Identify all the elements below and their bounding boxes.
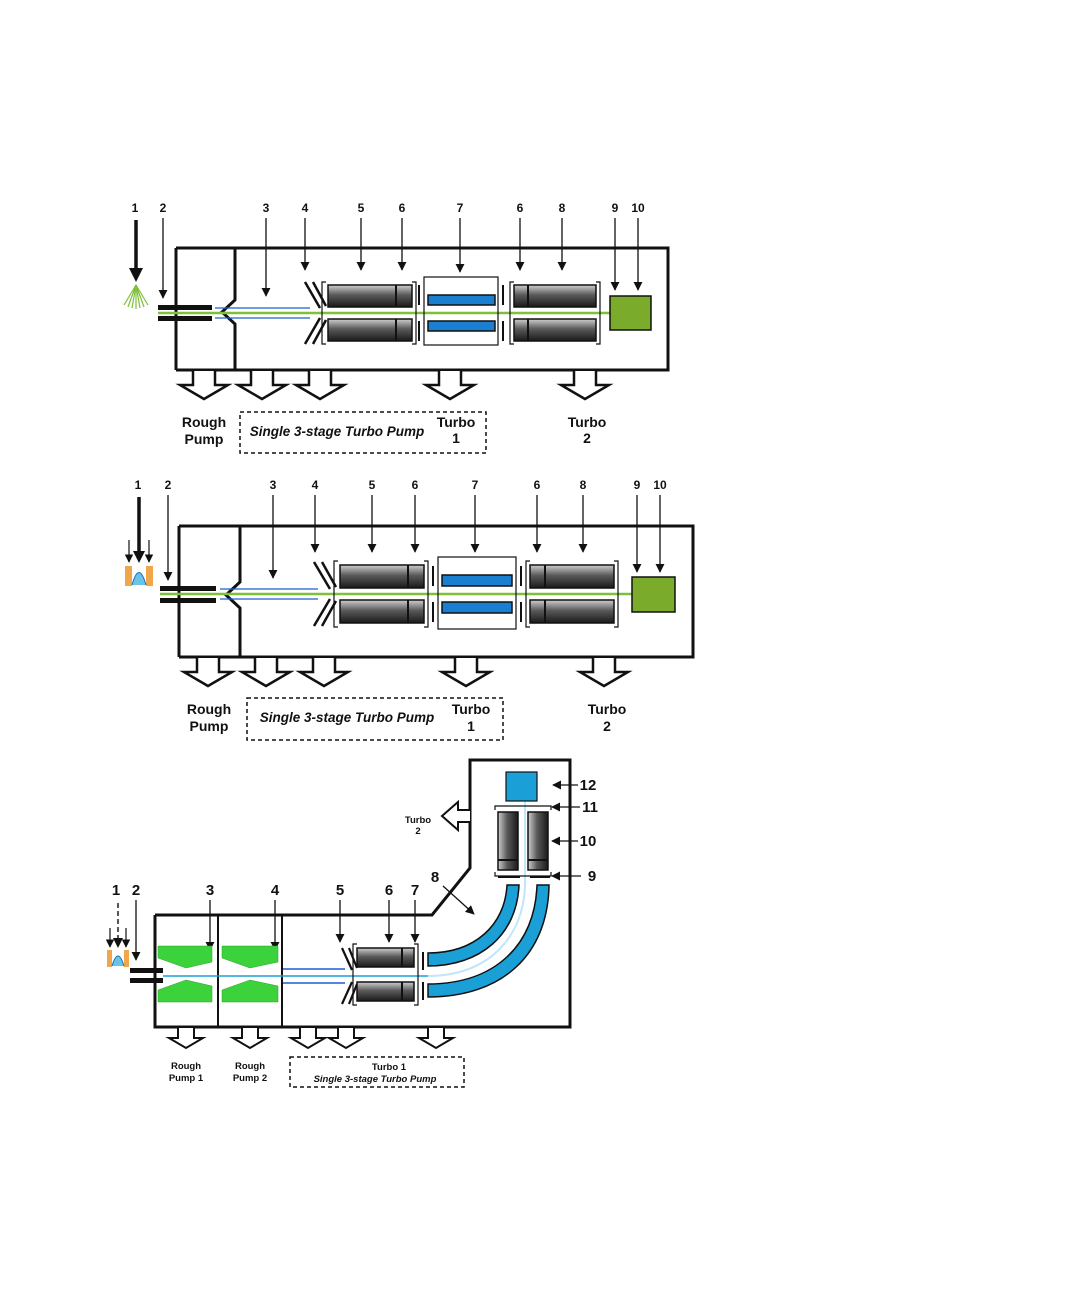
label-b-4: 4 [312,478,319,492]
ion-funnel-1 [158,946,218,1002]
label-b-2: 2 [165,478,172,492]
quadrupole-c [353,944,418,1005]
label-c-1: 1 [112,882,120,899]
label-a-6b: 6 [517,201,524,215]
label-a-3: 3 [263,201,270,215]
rough-pump-label-b-1: Rough [187,701,231,717]
turbo2-label-b-2: 2 [603,718,611,734]
label-b-5: 5 [369,478,376,492]
label-b-8: 8 [580,478,587,492]
capillary-a-top [158,305,212,310]
label-c-9: 9 [588,868,596,885]
label-a-10: 10 [631,201,645,215]
label-c-8: 8 [431,869,439,886]
label-a-9: 9 [612,201,619,215]
turbo1-label-b-2: 1 [467,718,475,734]
label-b-6: 6 [412,478,419,492]
label-a-4: 4 [302,201,309,215]
vacuum-housing-b [179,526,693,657]
label-a-1: 1 [132,201,139,215]
nanospray-source-icon-c [107,903,129,967]
ion-funnel-2 [222,946,278,1002]
diagram-a: 1 2 3 4 5 6 7 6 8 9 10 [124,201,668,453]
label-b-6b: 6 [534,478,541,492]
capillary-a-bottom [158,316,212,321]
pump-outlets-b [184,658,628,686]
turbo2-label-b-1: Turbo [588,701,627,717]
capillary-c-top [130,968,163,973]
turbo1-label-b-1: Turbo [452,701,491,717]
quadrupole-2-c [495,806,551,876]
turbo2-outlet-c [442,802,470,830]
rough-pump-label-b-2: Pump [190,718,229,734]
vacuum-housing-a [176,248,668,370]
label-a-7: 7 [457,201,464,215]
label-a-5: 5 [358,201,365,215]
curved-collision-cell [423,775,549,1000]
diagram-c: 1 2 3 4 5 6 7 8 9 10 11 12 [107,760,598,1087]
detector-a [610,296,651,330]
turbo-pump-label-a: Single 3-stage Turbo Pump [250,424,425,439]
pump-outlets-a [180,371,609,399]
rough2-label-c-2: Pump 2 [233,1073,267,1084]
label-c-4: 4 [271,882,280,899]
label-a-6: 6 [399,201,406,215]
rough-pump-label-a-1: Rough [182,414,226,430]
turbo1-label-a-1: Turbo [437,414,476,430]
label-b-10: 10 [653,478,667,492]
capillary-c-bottom [130,978,163,983]
label-c-3: 3 [206,882,214,899]
rough-pump-label-a-2: Pump [185,431,224,447]
label-b-9: 9 [634,478,641,492]
label-c-2: 2 [132,882,140,899]
pump-outlets-c [169,1028,453,1048]
turbo-pump-label-c: Single 3-stage Turbo Pump [314,1074,437,1085]
rough1-label-c-2: Pump 1 [169,1073,204,1084]
label-a-2: 2 [160,201,167,215]
turbo2-label-a-2: 2 [583,430,591,446]
label-a-8: 8 [559,201,566,215]
label-b-3: 3 [270,478,277,492]
capillary-b-bottom [160,598,216,603]
turbo1-label-c: Turbo 1 [372,1062,407,1073]
turbo1-label-a-2: 1 [452,430,460,446]
label-c-11: 11 [582,799,598,816]
collision-cell-a [419,277,503,345]
rough1-label-c-1: Rough [171,1061,201,1072]
diagram-b-numbers: 1 2 3 4 5 6 7 6 8 9 10 [135,478,667,492]
capillary-b-top [160,586,216,591]
label-c-6: 6 [385,882,393,899]
label-c-5: 5 [336,882,344,899]
sample-spray-icon [124,220,148,309]
label-b-1: 1 [135,478,142,492]
turbo2-label-c-2: 2 [415,826,420,837]
detector-b [632,577,675,612]
label-b-7: 7 [472,478,479,492]
diagram-b: 1 2 3 4 5 6 7 6 8 9 10 [125,478,693,740]
detector-c [506,772,537,801]
label-c-10: 10 [580,833,597,850]
turbo2-label-a-1: Turbo [568,414,607,430]
rough2-label-c-1: Rough [235,1061,265,1072]
diagram-a-numbers: 1 2 3 4 5 6 7 6 8 9 10 [132,201,645,215]
label-c-7: 7 [411,882,419,899]
label-c-12: 12 [580,777,597,794]
turbo-pump-label-b: Single 3-stage Turbo Pump [260,710,435,725]
turbo2-label-c-1: Turbo [405,815,431,826]
nanospray-source-icon-b [125,497,153,586]
